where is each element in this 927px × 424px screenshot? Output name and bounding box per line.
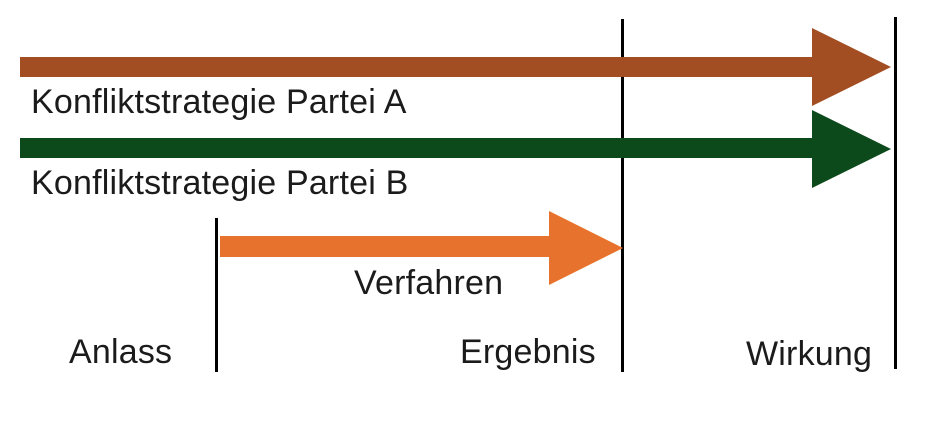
arrow-verfahren-head-icon [549, 211, 623, 285]
label-milestone-wirkung: Wirkung [746, 335, 873, 373]
label-verfahren: Verfahren [354, 264, 504, 302]
milestone-line-ergebnis [621, 19, 624, 372]
milestone-line-wirkung [894, 17, 897, 369]
arrow-strategy-a-head-icon [812, 28, 891, 106]
arrow-strategy-a-shaft [20, 57, 814, 77]
arrow-strategy-b-head-icon [812, 110, 891, 188]
label-strategy-a: Konfliktstrategie Partei A [31, 83, 407, 121]
label-milestone-ergebnis: Ergebnis [460, 333, 596, 371]
arrow-strategy-b-shaft [20, 138, 814, 158]
milestone-line-anlass [215, 218, 218, 372]
label-milestone-anlass: Anlass [69, 333, 173, 371]
label-strategy-b: Konfliktstrategie Partei B [31, 164, 409, 202]
arrow-verfahren-shaft [220, 236, 551, 257]
